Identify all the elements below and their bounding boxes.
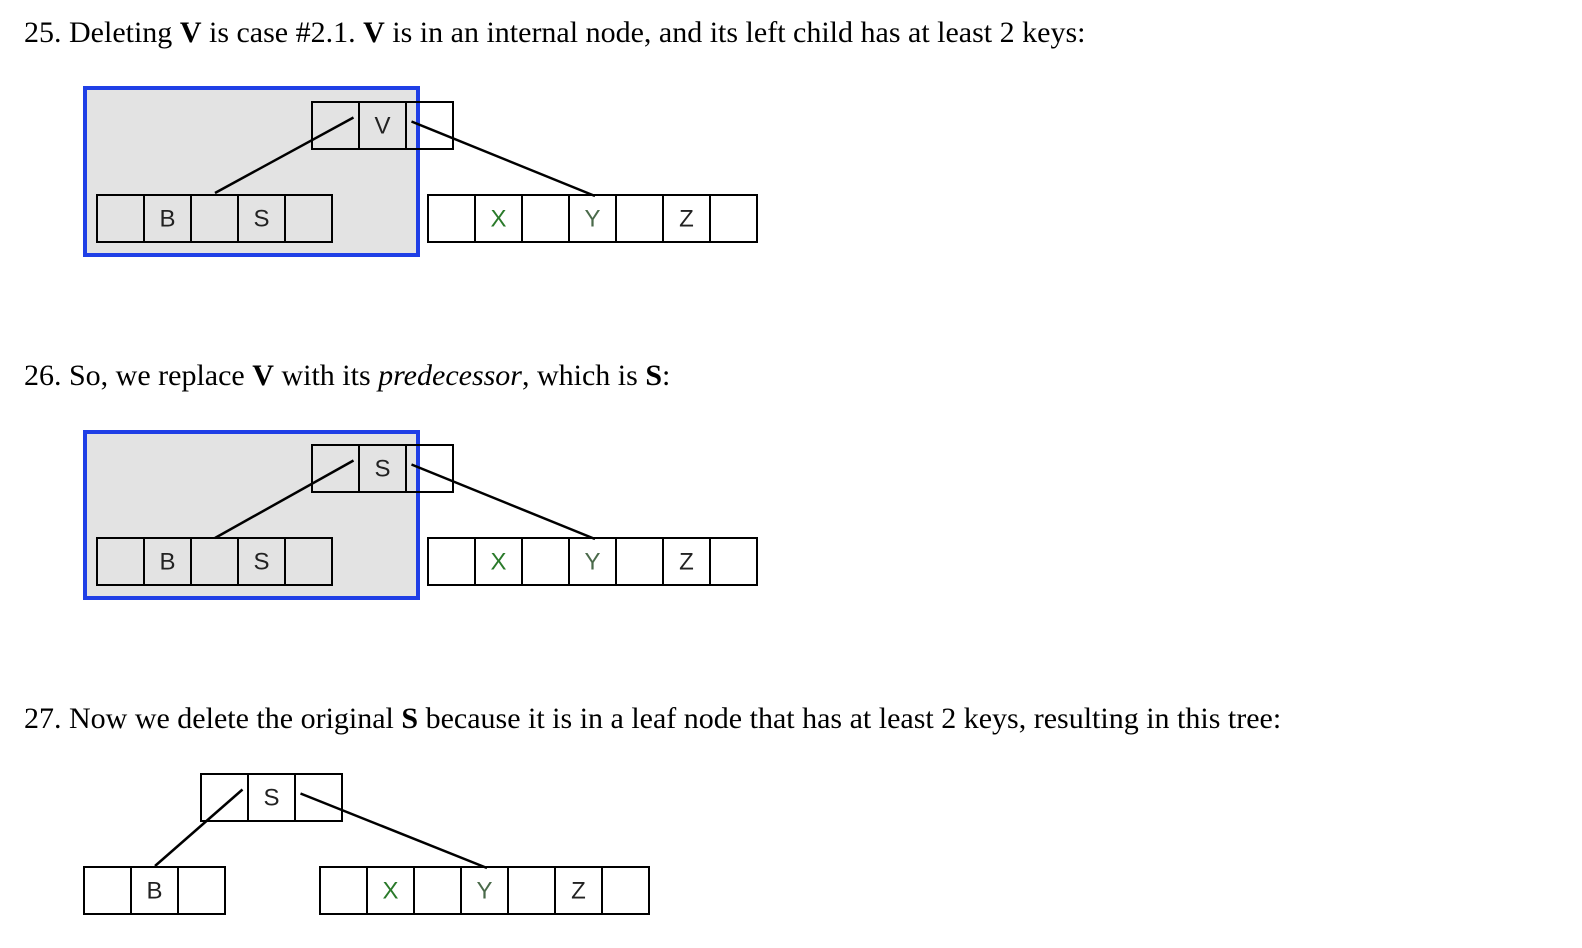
step-number: 25. — [24, 16, 62, 49]
right-child-node: X Y Z — [427, 537, 758, 586]
step-text-part: S — [401, 702, 419, 735]
pointer-cell — [294, 773, 343, 822]
step-26-text: 26. So, we replace V with its predecesso… — [24, 361, 670, 391]
root-node: S — [311, 444, 454, 493]
node-key-label: Y — [476, 878, 492, 905]
pointer-cell — [615, 194, 664, 243]
left-child-link — [214, 116, 355, 195]
node-key-label: X — [490, 206, 506, 233]
pointer-cell — [615, 537, 664, 586]
pointer-cell — [709, 194, 758, 243]
step-text-part: is in an internal node, and its left chi… — [384, 16, 1086, 49]
pointer-cell — [709, 537, 758, 586]
node-key-label: V — [374, 113, 390, 140]
step-text-part: is case #2.1. — [201, 16, 364, 49]
root-node: S — [200, 773, 343, 822]
node-key-label: Z — [679, 549, 694, 576]
right-child-link — [411, 463, 596, 541]
step-25-text: 25. Deleting V is case #2.1. V is in an … — [24, 18, 1085, 48]
step-text-part: V — [363, 16, 385, 49]
step-text-part: with its — [273, 359, 379, 392]
node-key-label: Z — [679, 206, 694, 233]
node-key-label: X — [382, 878, 398, 905]
step-number: 27. — [24, 702, 62, 735]
step-text-part: So, we replace — [69, 359, 253, 392]
pointer-cell — [507, 866, 556, 915]
pointer-cell — [405, 444, 454, 493]
step-text-part: predecessor — [378, 359, 522, 392]
node-key-label: S — [253, 206, 269, 233]
node-key-label: S — [263, 785, 279, 812]
highlight-subtree-box — [83, 430, 420, 600]
node-key-label: S — [374, 456, 390, 483]
node-key-label: S — [253, 549, 269, 576]
node-key-label: X — [490, 549, 506, 576]
node-key-label: B — [159, 206, 175, 233]
pointer-cell — [521, 537, 570, 586]
step-27-text: 27. Now we delete the original S because… — [24, 704, 1281, 734]
pointer-cell — [319, 866, 368, 915]
pointer-cell — [177, 866, 226, 915]
node-key-label: Y — [584, 206, 600, 233]
step-text-part: : — [662, 359, 671, 392]
pointer-cell — [413, 866, 462, 915]
step-text-part: V — [179, 16, 202, 49]
step-text-part: V — [252, 359, 274, 392]
node-key-label: B — [159, 549, 175, 576]
pointer-cell — [284, 537, 333, 586]
right-child-node: X Y Z — [427, 194, 758, 243]
root-node: V — [311, 101, 454, 150]
pointer-cell — [427, 194, 476, 243]
step-text-part: Now we delete the original — [69, 702, 402, 735]
pointer-cell — [601, 866, 650, 915]
highlight-subtree-box — [83, 86, 420, 257]
left-child-link — [154, 788, 244, 867]
pointer-cell — [427, 537, 476, 586]
step-text-part: Deleting — [69, 16, 180, 49]
pointer-cell — [200, 773, 249, 822]
right-child-link — [411, 120, 596, 198]
pointer-cell — [521, 194, 570, 243]
left-child-link — [214, 459, 355, 540]
step-text-part: , which is — [521, 359, 646, 392]
step-text-part: because it is in a leaf node that has at… — [418, 702, 1282, 735]
left-child-node: B — [83, 866, 226, 915]
right-child-node: X Y Z — [319, 866, 650, 915]
pointer-cell — [284, 194, 333, 243]
node-key-label: Z — [571, 878, 586, 905]
node-key-label: B — [146, 878, 162, 905]
step-text-part: S — [645, 359, 662, 392]
step-number: 26. — [24, 359, 62, 392]
right-child-link — [300, 792, 488, 870]
node-key-label: Y — [584, 549, 600, 576]
pointer-cell — [405, 101, 454, 150]
step-27-tree-diagram: B X Y Z S — [83, 773, 650, 915]
pointer-cell — [83, 866, 132, 915]
